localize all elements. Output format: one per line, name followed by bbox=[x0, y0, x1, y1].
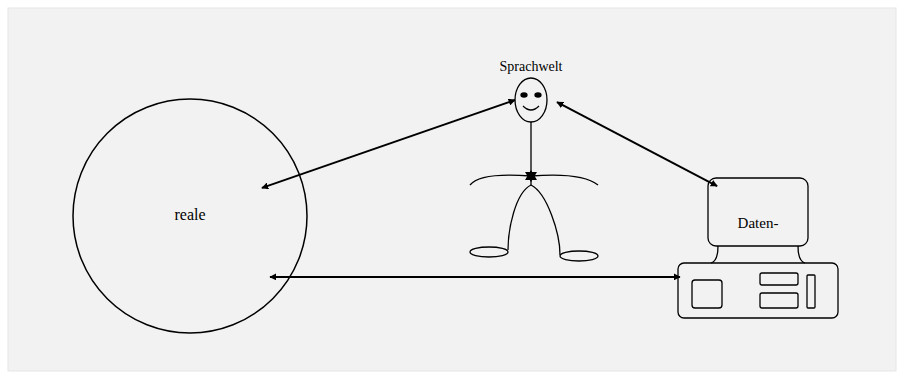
stick-figure bbox=[470, 78, 598, 261]
circle-outline bbox=[73, 99, 307, 333]
double-arrow bbox=[557, 102, 717, 186]
person-figure-outline bbox=[460, 58, 602, 263]
computer-box: Daten- bbox=[675, 175, 840, 320]
computer-icon bbox=[678, 178, 838, 318]
reality-circle: reale bbox=[72, 98, 308, 334]
double-arrow bbox=[270, 276, 680, 278]
node-label: reale bbox=[174, 206, 205, 224]
computer-box-outline bbox=[675, 175, 840, 320]
node-label: Daten- bbox=[738, 215, 779, 232]
node-label: Sprachwelt bbox=[500, 59, 563, 75]
person-figure: Sprachwelt bbox=[460, 58, 602, 263]
